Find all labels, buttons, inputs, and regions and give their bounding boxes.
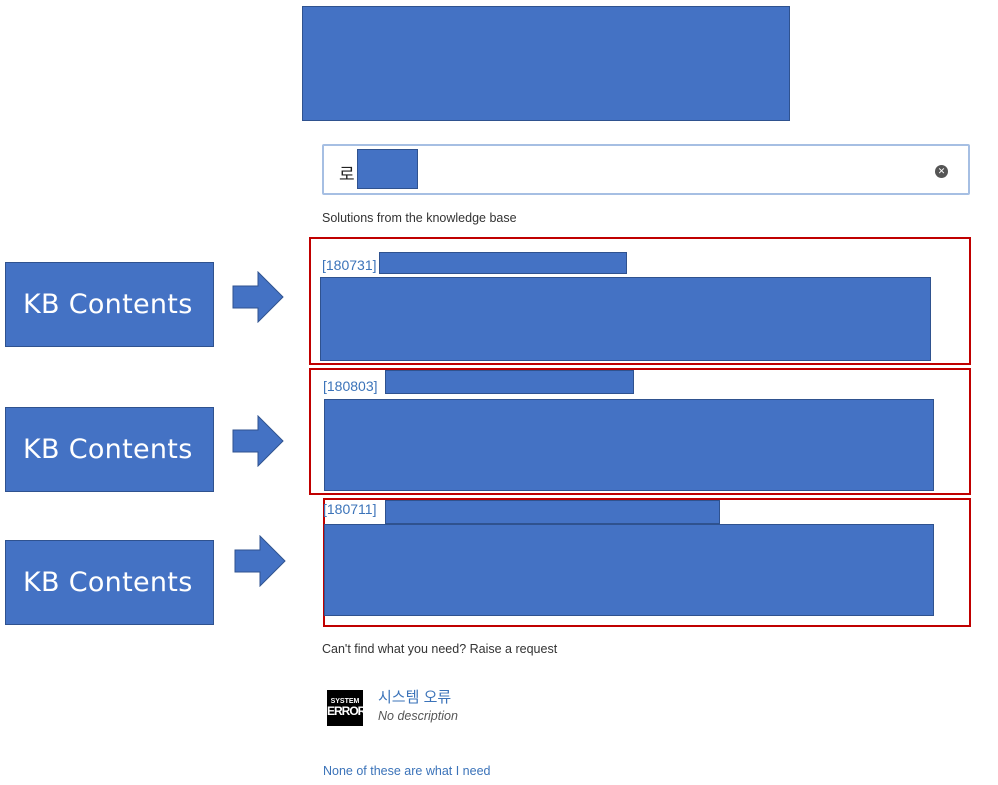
right-arrow-icon xyxy=(234,535,286,587)
kb-section-heading: Solutions from the knowledge base xyxy=(322,211,517,225)
redacted-header-block xyxy=(302,6,790,121)
kb-result-highlight-2 xyxy=(309,368,971,495)
search-input[interactable]: 로 ✕ xyxy=(322,144,970,195)
none-of-these-link[interactable]: None of these are what I need xyxy=(323,764,491,778)
redacted-kb-3-body xyxy=(324,524,934,616)
kb-result-2-link[interactable]: [180803] xyxy=(323,378,378,394)
system-error-icon[interactable]: SYSTEM ERROR xyxy=(327,690,366,726)
annotation-callout-1: KB Contents 1 xyxy=(5,262,214,403)
redacted-kb-1-title xyxy=(379,252,627,274)
kb-result-3-link[interactable]: [180711] xyxy=(323,501,377,517)
clear-icon[interactable]: ✕ xyxy=(935,165,948,178)
raise-request-prompt: Can't find what you need? Raise a reques… xyxy=(322,642,558,656)
kb-result-highlight-1 xyxy=(309,237,971,365)
request-type-description: No description xyxy=(378,709,458,723)
redacted-kb-2-title xyxy=(385,370,634,394)
redacted-kb-2-body xyxy=(324,399,934,491)
redacted-kb-1-body xyxy=(320,277,931,361)
right-arrow-icon xyxy=(232,271,284,323)
system-error-icon-line1: SYSTEM xyxy=(330,698,360,705)
system-error-icon-line2: ERROR xyxy=(327,704,366,718)
kb-result-1-link[interactable]: [180731] xyxy=(322,257,377,273)
redacted-kb-3-title xyxy=(385,500,720,524)
annotation-callout-2: KB Contents 2 xyxy=(5,407,214,548)
redacted-search-text xyxy=(357,149,418,189)
request-type-title-link[interactable]: 시스템 오류 xyxy=(378,689,452,706)
right-arrow-icon xyxy=(232,415,284,467)
search-input-value: 로 xyxy=(339,165,355,184)
annotation-callout-3: KB Contents 3 xyxy=(5,540,214,681)
